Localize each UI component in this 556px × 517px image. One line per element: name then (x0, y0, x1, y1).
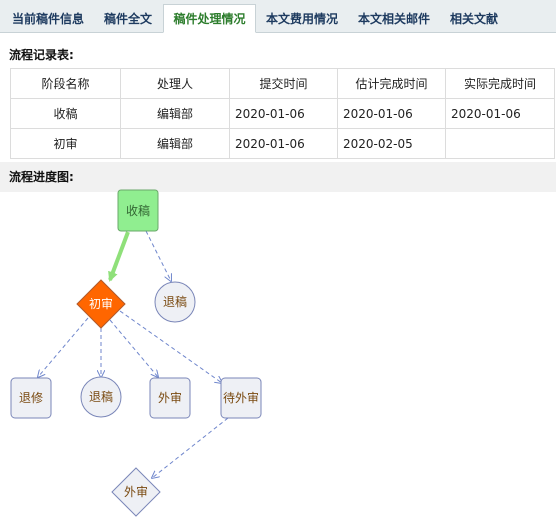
process-record-table: 阶段名称 处理人 提交时间 估计完成时间 实际完成时间 收稿 编辑部 2020-… (10, 68, 555, 159)
column-header: 实际完成时间 (445, 68, 555, 99)
node-reject-1[interactable]: 退稿 (154, 281, 196, 323)
edge-initial-to-external (109, 319, 158, 377)
column-header: 提交时间 (229, 68, 338, 99)
tab-bar: 当前稿件信息 稿件全文 稿件处理情况 本文费用情况 本文相关邮件 相关文献 (0, 0, 556, 33)
edge-initial-to-revise (38, 317, 89, 377)
table-cell: 初审 (10, 128, 121, 159)
tab-processing-status[interactable]: 稿件处理情况 (163, 4, 256, 33)
table-cell: 2020-01-06 (229, 128, 338, 159)
table-cell: 收稿 (10, 98, 121, 129)
tab-related-literature[interactable]: 相关文献 (449, 12, 498, 26)
table-header-row: 阶段名称 处理人 提交时间 估计完成时间 实际完成时间 (10, 68, 555, 99)
node-external-review-2[interactable]: 外审 (111, 467, 161, 517)
table-row: 初审 编辑部 2020-01-06 2020-02-05 (10, 128, 555, 159)
node-pending-external-label: 待外审 (223, 390, 259, 405)
table-cell: 编辑部 (120, 128, 230, 159)
node-receive[interactable]: 收稿 (117, 189, 159, 232)
table-cell (445, 128, 555, 159)
node-external-review[interactable]: 外审 (149, 377, 191, 419)
node-reject-2[interactable]: 退稿 (80, 376, 122, 418)
node-initial-review[interactable]: 初审 (76, 279, 126, 329)
tab-fee-status[interactable]: 本文费用情况 (265, 12, 338, 26)
node-external-review-2-label: 外审 (124, 484, 148, 499)
node-pending-external[interactable]: 待外审 (220, 377, 262, 419)
node-reject-2-label: 退稿 (89, 389, 113, 404)
edge-receive-to-initial (108, 231, 130, 282)
edge-pending-to-external (152, 417, 229, 478)
node-receive-label: 收稿 (126, 203, 150, 218)
tab-related-emails[interactable]: 本文相关邮件 (357, 12, 430, 26)
tab-current-manuscript-info[interactable]: 当前稿件信息 (11, 12, 84, 26)
edge-receive-to-reject (145, 230, 171, 281)
table-cell: 2020-02-05 (337, 128, 446, 159)
table-cell: 2020-01-06 (229, 98, 338, 129)
node-revise-label: 退修 (19, 390, 43, 405)
node-external-review-label: 外审 (158, 390, 182, 405)
table-row: 收稿 编辑部 2020-01-06 2020-01-06 2020-01-06 (10, 98, 555, 129)
table-cell: 2020-01-06 (445, 98, 555, 129)
record-table-title: 流程记录表: (9, 48, 74, 62)
node-revise[interactable]: 退修 (10, 377, 52, 419)
progress-diagram-title: 流程进度图: (9, 170, 74, 184)
node-reject-1-label: 退稿 (163, 294, 187, 309)
tab-full-text[interactable]: 稿件全文 (103, 12, 152, 26)
progress-title-bar (0, 162, 556, 192)
node-initial-review-label: 初审 (89, 296, 113, 311)
